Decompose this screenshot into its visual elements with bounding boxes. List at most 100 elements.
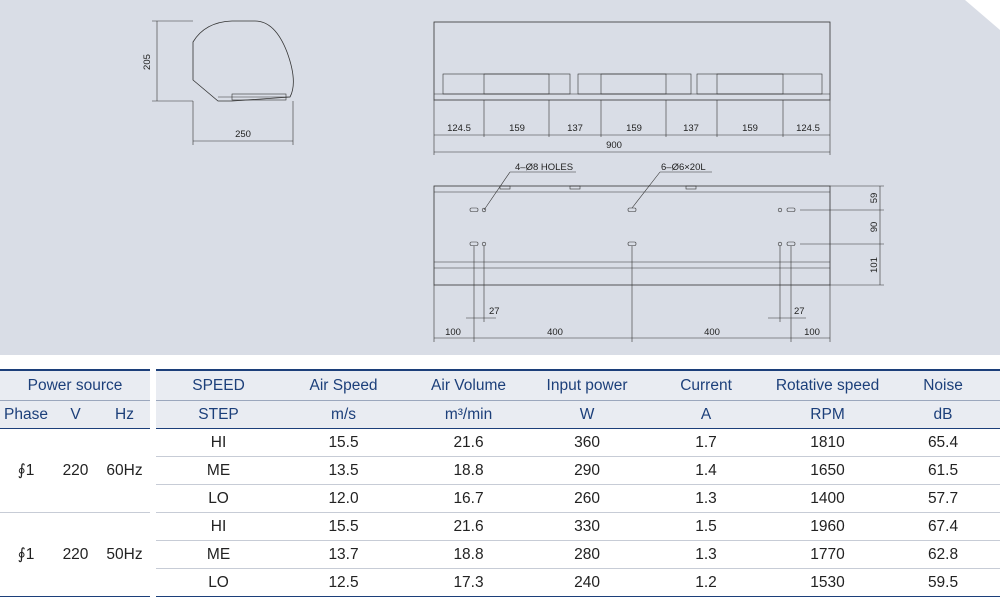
- back-bottom-dim-4: 100: [804, 327, 820, 338]
- step-cell: LO: [156, 568, 282, 597]
- back-bottom-dim-2: 400: [547, 327, 563, 338]
- power-cell: 360: [531, 428, 644, 457]
- back-bottom-dim-3: 400: [704, 327, 720, 338]
- current-cell: 1.5: [643, 512, 770, 541]
- current-cell: 1.2: [643, 568, 770, 597]
- v-header: V: [52, 400, 99, 429]
- air-volume-cell: 16.7: [406, 484, 532, 513]
- air-volume-cell: 18.8: [406, 456, 532, 485]
- front-dim-1: 124.5: [447, 123, 471, 134]
- back-right-small-dim: 27: [794, 306, 805, 317]
- front-dim-3: 137: [567, 123, 583, 134]
- rpm-cell: 1530: [769, 568, 887, 597]
- air-speed-cell: 13.5: [281, 456, 407, 485]
- air-volume-cell: 21.6: [406, 428, 532, 457]
- current-cell: 1.7: [643, 428, 770, 457]
- frequency-cell: 60Hz: [99, 428, 151, 513]
- phase-cell: ∮1: [0, 512, 52, 597]
- voltage-cell: 220: [52, 512, 99, 597]
- power-cell: 280: [531, 540, 644, 569]
- table-row: LO 12.5 17.3 240 1.2 1530 59.5: [0, 568, 1000, 597]
- dimension-drawing: 205 250 124: [142, 0, 1000, 342]
- header-row-2: Phase V Hz STEP m/s m³/min W A RPM dB: [0, 400, 1000, 429]
- air-speed-cell: 12.5: [281, 568, 407, 597]
- air-speed-header: Air Speed: [281, 369, 407, 401]
- back-right-dim-1: 59: [869, 193, 880, 204]
- front-total-label: 900: [606, 140, 622, 151]
- side-view: 205 250: [142, 20, 294, 145]
- air-volume-cell: 21.6: [406, 512, 532, 541]
- power-cell: 330: [531, 512, 644, 541]
- power-source-header: Power source: [0, 369, 151, 401]
- noise-cell: 65.4: [886, 428, 1000, 457]
- air-speed-cell: 13.7: [281, 540, 407, 569]
- step-cell: LO: [156, 484, 282, 513]
- phase-header: Phase: [0, 400, 52, 429]
- back-right-dim-2: 90: [869, 222, 880, 233]
- header-row-1: Power source SPEED Air Speed Air Volume …: [0, 369, 1000, 401]
- current-cell: 1.3: [643, 540, 770, 569]
- frequency-cell: 50Hz: [99, 512, 151, 597]
- power-cell: 260: [531, 484, 644, 513]
- noise-cell: 67.4: [886, 512, 1000, 541]
- side-width-label: 250: [235, 129, 251, 140]
- ms-unit: m/s: [281, 400, 407, 429]
- step-header: STEP: [156, 400, 282, 429]
- rpm-cell: 1650: [769, 456, 887, 485]
- noise-header: Noise: [886, 369, 1000, 401]
- table-row: ME 13.5 18.8 290 1.4 1650 61.5: [0, 456, 1000, 485]
- speed-header: SPEED: [156, 369, 282, 401]
- step-cell: ME: [156, 540, 282, 569]
- table-row: ∮1 220 50Hz HI 15.5 21.6 330 1.5 1960 67…: [0, 512, 1000, 597]
- power-cell: 290: [531, 456, 644, 485]
- corner-decoration: [965, 0, 1000, 30]
- air-volume-header: Air Volume: [406, 369, 532, 401]
- rotative-speed-header: Rotative speed: [769, 369, 887, 401]
- current-header: Current: [643, 369, 770, 401]
- back-bottom-dim-1: 100: [445, 327, 461, 338]
- power-cell: 240: [531, 568, 644, 597]
- db-unit: dB: [886, 400, 1000, 429]
- step-cell: ME: [156, 456, 282, 485]
- air-speed-cell: 15.5: [281, 428, 407, 457]
- side-height-label: 205: [142, 54, 153, 70]
- front-dim-6: 159: [742, 123, 758, 134]
- air-speed-cell: 12.0: [281, 484, 407, 513]
- voltage-cell: 220: [52, 428, 99, 513]
- rpm-cell: 1770: [769, 540, 887, 569]
- back-view: 4–Ø8 HOLES 6–Ø6×20L 59 90 101 27: [433, 162, 884, 342]
- air-speed-cell: 15.5: [281, 512, 407, 541]
- table-row: ∮1 220 60Hz HI 15.5 21.6 360 1.7 1810 65…: [0, 428, 1000, 513]
- a-unit: A: [643, 400, 770, 429]
- input-power-header: Input power: [531, 369, 644, 401]
- m3min-unit: m³/min: [406, 400, 532, 429]
- current-cell: 1.3: [643, 484, 770, 513]
- front-dim-5: 137: [683, 123, 699, 134]
- rpm-cell: 1960: [769, 512, 887, 541]
- spec-table: Power source SPEED Air Speed Air Volume …: [0, 369, 1000, 597]
- front-dim-4: 159: [626, 123, 642, 134]
- step-cell: HI: [156, 512, 282, 541]
- front-dim-2: 159: [509, 123, 525, 134]
- table-row: ME 13.7 18.8 280 1.3 1770 62.8: [0, 540, 1000, 569]
- front-dim-7: 124.5: [796, 123, 820, 134]
- current-cell: 1.4: [643, 456, 770, 485]
- rpm-unit: RPM: [769, 400, 887, 429]
- back-left-small-dim: 27: [489, 306, 500, 317]
- rpm-cell: 1810: [769, 428, 887, 457]
- w-unit: W: [531, 400, 644, 429]
- step-cell: HI: [156, 428, 282, 457]
- noise-cell: 59.5: [886, 568, 1000, 597]
- technical-drawing-panel: 205 250 124: [0, 0, 1000, 355]
- rpm-cell: 1400: [769, 484, 887, 513]
- noise-cell: 61.5: [886, 456, 1000, 485]
- slots-callout: 6–Ø6×20L: [661, 162, 706, 173]
- noise-cell: 57.7: [886, 484, 1000, 513]
- back-right-dim-3: 101: [869, 257, 880, 273]
- table-row: LO 12.0 16.7 260 1.3 1400 57.7: [0, 484, 1000, 513]
- air-volume-cell: 18.8: [406, 540, 532, 569]
- noise-cell: 62.8: [886, 540, 1000, 569]
- phase-cell: ∮1: [0, 428, 52, 513]
- air-volume-cell: 17.3: [406, 568, 532, 597]
- front-view: 124.5 159 137 159 137 159 124.5 900: [433, 21, 831, 155]
